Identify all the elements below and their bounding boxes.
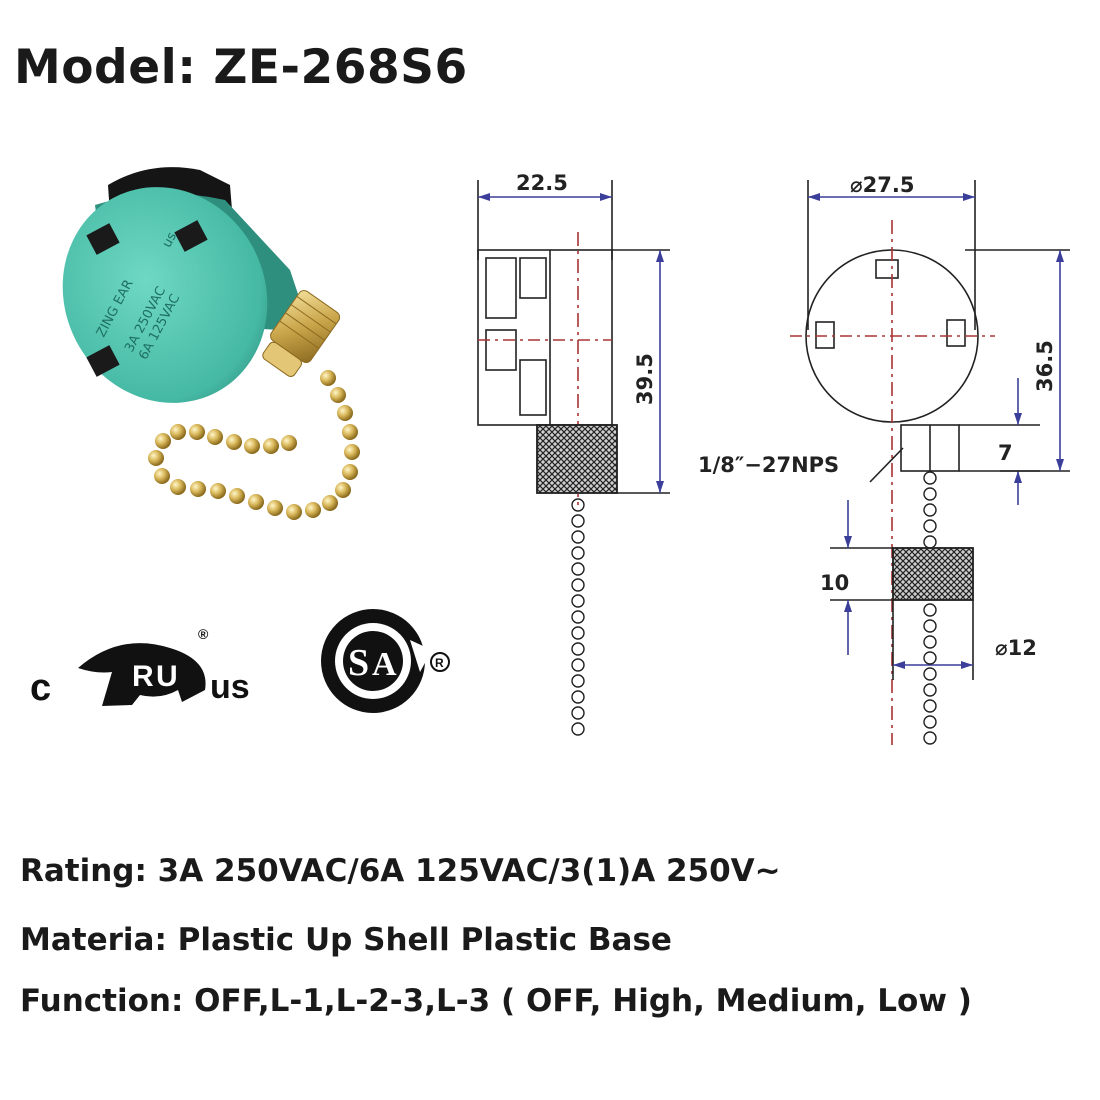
svg-text:A: A xyxy=(372,646,397,683)
svg-text:R: R xyxy=(435,656,444,670)
ul-listed-mark: c R U ® us xyxy=(30,626,250,709)
bead-chain-photo xyxy=(148,370,360,520)
front-view-drawing xyxy=(790,180,1070,745)
side-view-chain xyxy=(571,498,585,736)
knob-diameter-label: ⌀12 xyxy=(995,636,1037,660)
knob-height-label: 10 xyxy=(820,571,849,595)
function-spec: Function: OFF,L-1,L-2-3,L-3 ( OFF, High,… xyxy=(20,983,972,1019)
side-width-label: 22.5 xyxy=(516,171,568,195)
ul-registered: ® xyxy=(198,626,209,642)
side-view-drawing xyxy=(477,180,670,505)
front-view-chain xyxy=(923,471,937,745)
ul-mark-us: us xyxy=(210,668,250,706)
ul-mark-c: c xyxy=(30,667,51,709)
csa-mark: S A R xyxy=(321,609,450,713)
model-title: Model: ZE-268S6 xyxy=(14,40,468,95)
material-spec: Materia: Plastic Up Shell Plastic Base xyxy=(20,922,672,958)
thread-spec-label: 1/8″−27NPS xyxy=(698,453,839,477)
svg-text:R: R xyxy=(132,660,154,693)
front-diameter-label: ⌀27.5 xyxy=(850,173,914,197)
housing-ul: us xyxy=(160,230,180,250)
switch-photo: ZING EAR 3A 250VAC 6A 125VAC us xyxy=(62,167,341,403)
side-height-label: 39.5 xyxy=(633,353,657,405)
svg-text:S: S xyxy=(348,642,369,684)
front-height-label: 36.5 xyxy=(1033,340,1057,392)
rating-spec: Rating: 3A 250VAC/6A 125VAC/3(1)A 250V~ xyxy=(20,853,781,889)
svg-text:U: U xyxy=(156,660,178,693)
thread-length-label: 7 xyxy=(998,441,1013,465)
